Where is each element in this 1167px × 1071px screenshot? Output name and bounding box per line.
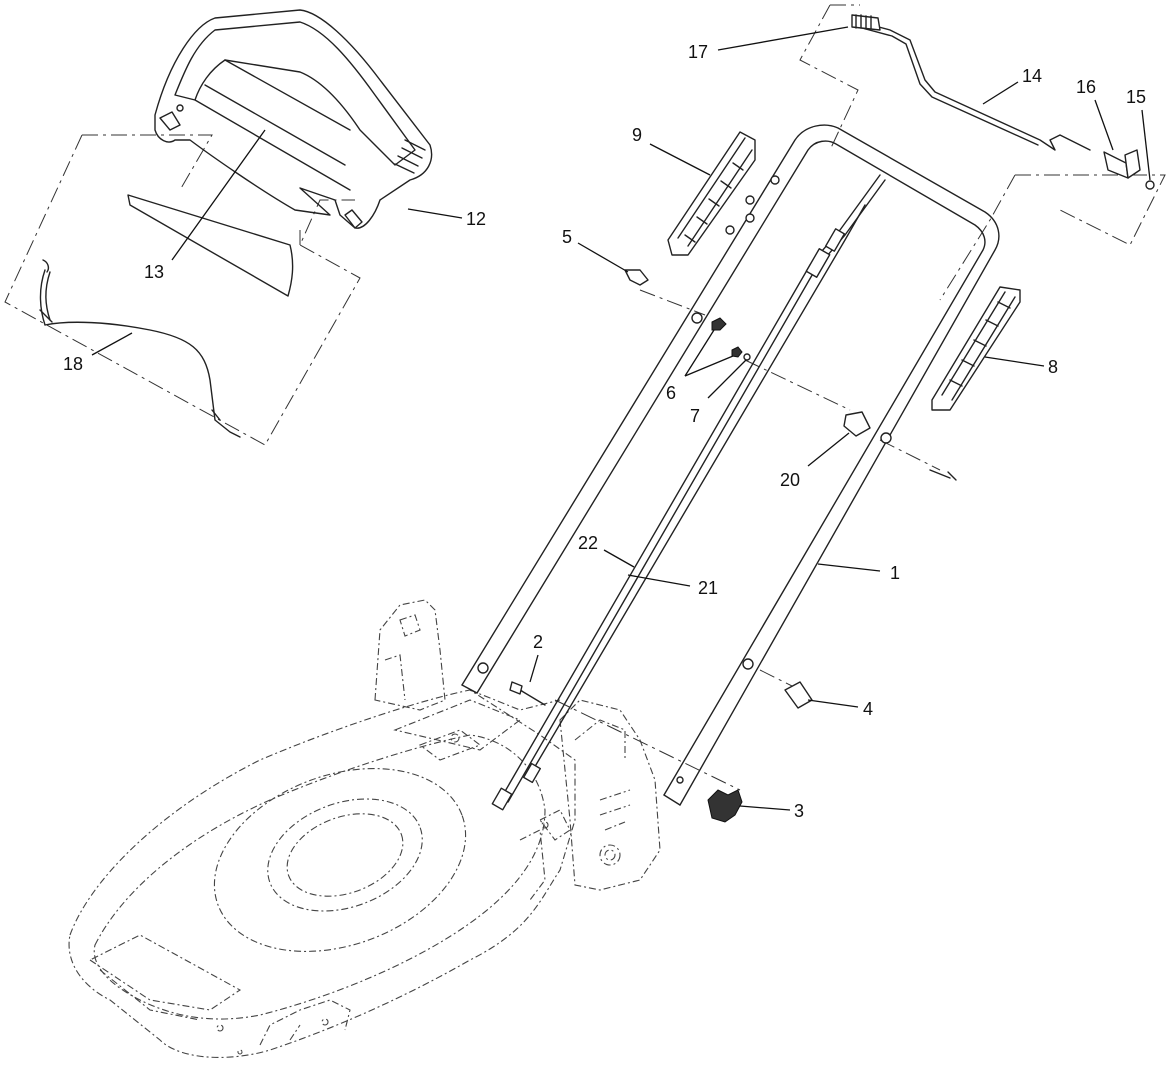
callout-5: 5 xyxy=(562,227,572,247)
leader-18 xyxy=(91,332,133,356)
mower-deck-outline xyxy=(68,599,661,1058)
leader-5 xyxy=(577,242,629,273)
assembly-phantom-lines xyxy=(4,4,1166,791)
leader-14 xyxy=(982,81,1019,105)
callout-4: 4 xyxy=(863,699,873,719)
callout-15: 15 xyxy=(1126,87,1146,107)
leader-lines xyxy=(91,26,1151,811)
cable-guide-part-8 xyxy=(931,286,1021,411)
callout-8: 8 xyxy=(1048,357,1058,377)
control-cables xyxy=(491,174,886,811)
upper-handle-tube xyxy=(461,124,1000,806)
handle-grip-part-12 xyxy=(154,9,433,229)
rod-assembly xyxy=(851,14,1155,190)
callout-13: 13 xyxy=(144,262,164,282)
leader-16 xyxy=(1094,99,1114,151)
callout-1: 1 xyxy=(890,563,900,583)
grip-insert-part-13 xyxy=(127,194,294,297)
cable-guide-part-9 xyxy=(667,131,756,256)
callout-9: 9 xyxy=(632,125,642,145)
leader-15 xyxy=(1141,109,1151,181)
callout-12: 12 xyxy=(466,209,486,229)
leader-17 xyxy=(717,26,849,51)
leader-6a xyxy=(684,329,715,377)
leader-2 xyxy=(529,654,539,683)
leader-1 xyxy=(817,563,881,572)
leader-6b xyxy=(684,355,734,377)
callout-6: 6 xyxy=(666,383,676,403)
callout-labels: 1 2 3 4 5 6 7 8 9 12 13 14 15 16 17 18 2… xyxy=(63,42,1146,821)
leader-12 xyxy=(407,208,463,219)
leader-4 xyxy=(807,699,859,708)
leader-3 xyxy=(739,805,791,811)
callout-16: 16 xyxy=(1076,77,1096,97)
leader-9 xyxy=(649,143,711,176)
leader-13 xyxy=(171,129,266,261)
leader-22 xyxy=(603,549,635,568)
callout-14: 14 xyxy=(1022,66,1042,86)
leader-20 xyxy=(807,432,850,467)
hardware xyxy=(509,269,957,823)
callout-7: 7 xyxy=(690,406,700,426)
leader-21 xyxy=(627,574,691,587)
callout-2: 2 xyxy=(533,632,543,652)
bail-rod-part-18 xyxy=(39,259,241,438)
callout-3: 3 xyxy=(794,801,804,821)
callout-22: 22 xyxy=(578,533,598,553)
callout-21: 21 xyxy=(698,578,718,598)
leader-8 xyxy=(984,356,1045,367)
callout-17: 17 xyxy=(688,42,708,62)
leader-7 xyxy=(707,359,747,399)
callout-20: 20 xyxy=(780,470,800,490)
callout-18: 18 xyxy=(63,354,83,374)
